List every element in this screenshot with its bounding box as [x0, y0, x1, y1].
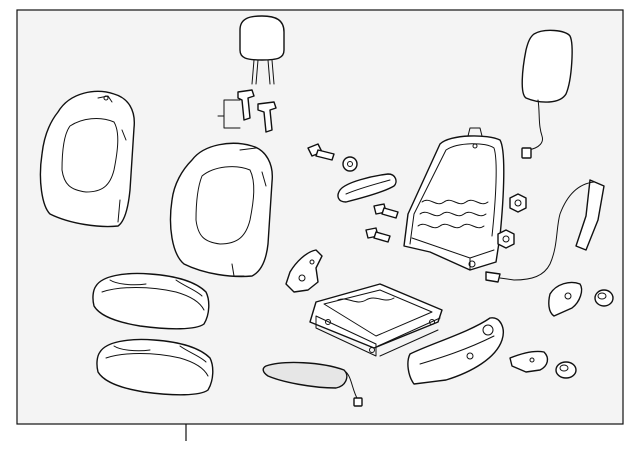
seat-cushion-cover[interactable] — [92, 272, 210, 330]
side-shield[interactable] — [548, 281, 583, 317]
nut[interactable] — [497, 229, 515, 249]
bracket[interactable] — [285, 249, 323, 293]
cap[interactable] — [555, 361, 577, 379]
cap[interactable] — [594, 289, 614, 307]
wire-harness[interactable] — [485, 179, 605, 283]
seat-back-pad[interactable] — [169, 142, 273, 278]
headrest-guides[interactable] — [217, 89, 277, 133]
seat-track-assembly[interactable] — [309, 283, 443, 357]
lever[interactable] — [509, 350, 549, 373]
washer[interactable] — [342, 156, 358, 172]
seat-back-cover[interactable] — [39, 90, 135, 228]
outer-side-shield[interactable] — [407, 317, 504, 385]
bolt[interactable] — [307, 143, 335, 161]
seat-cushion-pad[interactable] — [96, 338, 214, 396]
nut[interactable] — [509, 193, 527, 213]
side-airbag[interactable] — [521, 29, 573, 159]
bolt[interactable] — [373, 203, 399, 219]
recliner-handle[interactable] — [337, 173, 397, 203]
bolt[interactable] — [365, 227, 391, 243]
lower-trim-panel[interactable] — [262, 361, 363, 407]
headrest[interactable] — [239, 15, 285, 85]
seat-back-frame[interactable] — [403, 127, 505, 271]
